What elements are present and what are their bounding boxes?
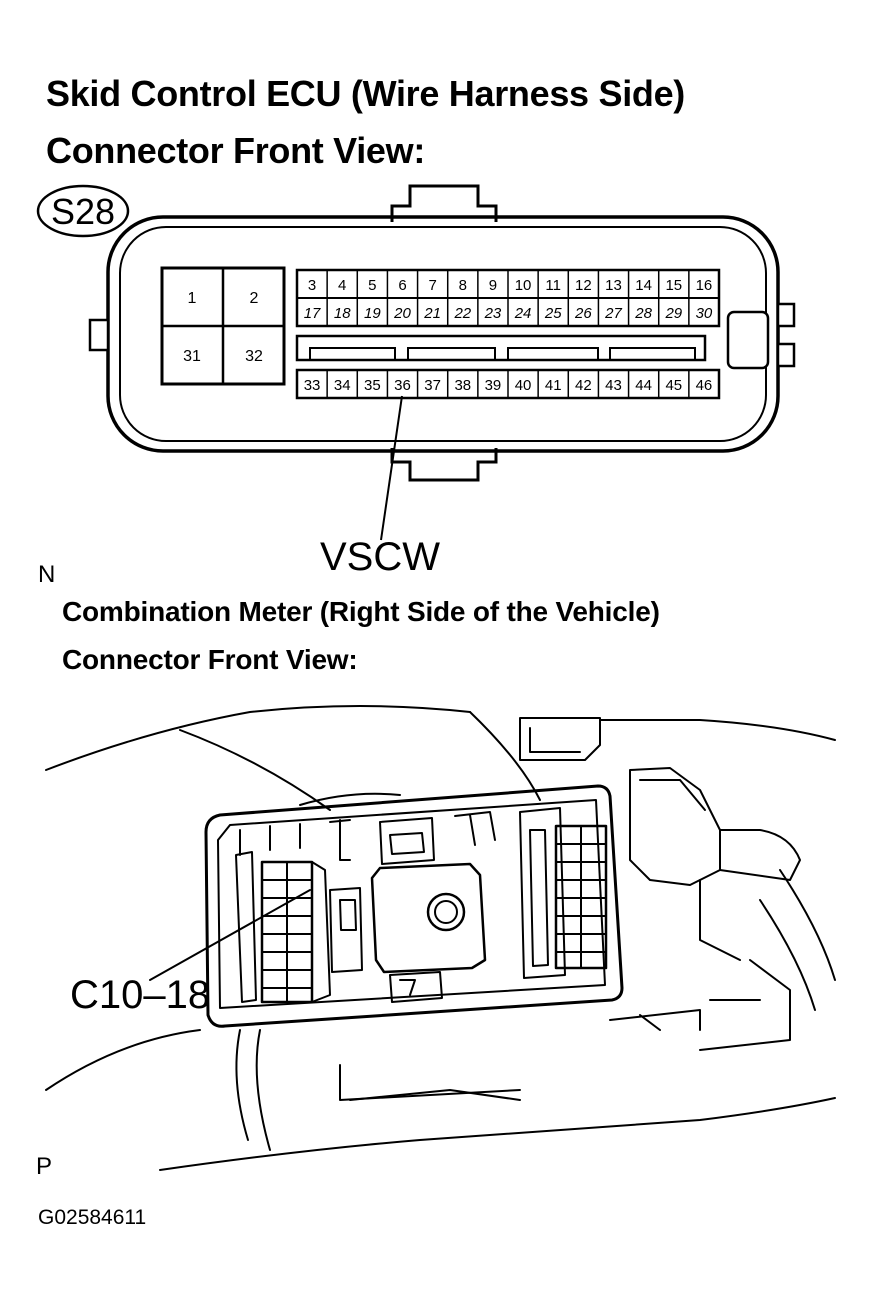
pin-row1_pins-5: 8 xyxy=(459,277,467,294)
pin-row2_pins-3: 20 xyxy=(393,305,411,322)
pin-row2_pins-5: 22 xyxy=(453,305,471,322)
pin-row1_pins-2: 5 xyxy=(368,277,376,294)
vscw-label: VSCW xyxy=(320,535,440,579)
pin-row3_pins-1: 34 xyxy=(334,377,351,394)
pin-row3_pins-0: 33 xyxy=(304,377,321,394)
pin-row3_pins-11: 44 xyxy=(635,377,652,394)
connector-id-text: S28 xyxy=(51,191,115,232)
pin-row2_pins-7: 24 xyxy=(514,305,532,322)
meter-title-line2: Connector Front View: xyxy=(62,644,358,675)
pin-row2_pins-6: 23 xyxy=(484,305,502,322)
pin-row3_pins-6: 39 xyxy=(485,377,502,394)
pin-row1_pins-7: 10 xyxy=(515,277,532,294)
marker-n: N xyxy=(38,561,56,588)
pin-2: 2 xyxy=(250,290,259,307)
pin-row1_pins-10: 13 xyxy=(605,277,622,294)
pin-row1_pins-6: 9 xyxy=(489,277,497,294)
pin-31: 31 xyxy=(183,348,201,365)
pin-row1_pins-0: 3 xyxy=(308,277,316,294)
ecu-title-line1: Skid Control ECU (Wire Harness Side) xyxy=(46,73,685,114)
pin-row2_pins-12: 29 xyxy=(664,305,682,322)
pin-row3_pins-2: 35 xyxy=(364,377,381,394)
pin-row2_pins-1: 18 xyxy=(334,305,351,322)
c10-18-label: C10–18 xyxy=(70,973,211,1017)
pin-row3_pins-5: 38 xyxy=(454,377,471,394)
pin-row2_pins-8: 25 xyxy=(544,305,562,322)
pin-row2_pins-11: 28 xyxy=(634,305,652,322)
pin-row1_pins-9: 12 xyxy=(575,277,592,294)
pin-row2_pins-13: 30 xyxy=(696,305,713,322)
connector-id-badge xyxy=(36,184,130,238)
figure-code: G02584611 xyxy=(38,1206,147,1229)
pin-row3_pins-13: 46 xyxy=(696,377,713,394)
pin-row2_pins-4: 21 xyxy=(423,305,441,322)
pin-row1_pins-12: 15 xyxy=(665,277,682,294)
pin-1: 1 xyxy=(188,290,197,307)
pin-row3_pins-9: 42 xyxy=(575,377,592,394)
pin-row1_pins-3: 6 xyxy=(398,277,406,294)
meter-title-line1: Combination Meter (Right Side of the Veh… xyxy=(62,596,660,627)
pin-row2_pins-10: 27 xyxy=(604,305,622,322)
pin-row1_pins-8: 11 xyxy=(545,277,561,294)
marker-p: P xyxy=(36,1153,53,1180)
pin-row3_pins-7: 40 xyxy=(515,377,532,394)
pin-row2_pins-9: 26 xyxy=(574,305,592,322)
pin-row1_pins-11: 14 xyxy=(635,277,652,294)
pin-row2_pins-2: 19 xyxy=(364,305,381,322)
pin-row3_pins-10: 43 xyxy=(605,377,622,394)
pin-row1_pins-1: 4 xyxy=(338,277,346,294)
pin-row2_pins-0: 17 xyxy=(304,305,321,322)
pin-row3_pins-4: 37 xyxy=(424,377,441,394)
ecu-title-line2: Connector Front View: xyxy=(46,130,426,171)
pin-row3_pins-12: 45 xyxy=(665,377,682,394)
pin-row3_pins-3: 36 xyxy=(394,377,411,394)
pin-row1_pins-13: 16 xyxy=(696,277,713,294)
pin-row3_pins-8: 41 xyxy=(545,377,562,394)
pin-32: 32 xyxy=(245,348,263,365)
pin-row1_pins-4: 7 xyxy=(428,277,436,294)
